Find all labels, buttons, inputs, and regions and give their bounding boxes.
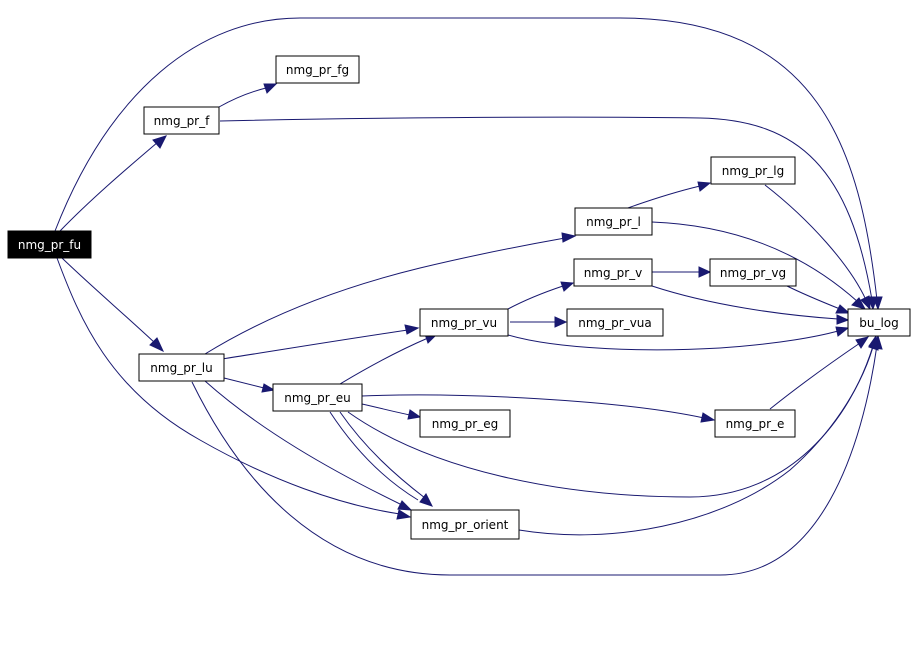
node-label-v: nmg_pr_v — [584, 266, 643, 280]
node-nmg-pr-lg[interactable]: nmg_pr_lg — [710, 156, 796, 185]
edge-fu-bulog — [54, 17, 878, 301]
node-label-eu: nmg_pr_eu — [284, 391, 350, 405]
edge-vg-bulog — [784, 284, 841, 310]
node-label-e: nmg_pr_e — [726, 417, 785, 431]
arrowhead-lu-orient — [397, 500, 413, 511]
arrowhead-lu-l — [561, 232, 577, 243]
arrowhead-f-fg — [263, 83, 278, 94]
arrowhead-orient-bulog — [868, 335, 879, 351]
arrowhead-l-bulog — [851, 297, 867, 310]
node-nmg-pr-fu[interactable]: nmg_pr_fu — [7, 230, 92, 259]
node-label-fu: nmg_pr_fu — [18, 238, 81, 252]
edge-orient-bulog — [518, 346, 874, 536]
edge-lu-vu — [221, 329, 409, 360]
node-nmg-pr-vua[interactable]: nmg_pr_vua — [566, 308, 664, 337]
edge-fu-orient — [56, 257, 401, 515]
arrowhead-vu-v — [560, 281, 575, 292]
edge-lu-l — [204, 237, 566, 355]
arrowhead-eu-e — [700, 412, 716, 423]
node-nmg-pr-eu[interactable]: nmg_pr_eu — [272, 383, 363, 412]
node-label-lu: nmg_pr_lu — [150, 361, 212, 375]
edge-eu-e — [361, 394, 705, 419]
arrowhead-eu-eg — [407, 409, 422, 420]
edge-lg-bulog — [764, 184, 867, 301]
node-nmg-pr-v[interactable]: nmg_pr_v — [573, 258, 653, 287]
node-nmg-pr-vg[interactable]: nmg_pr_vg — [709, 258, 797, 287]
node-label-orient: nmg_pr_orient — [422, 518, 509, 532]
edge-l-lg — [624, 185, 701, 210]
arrowhead-lg-bulog — [860, 295, 871, 311]
edge-vu-bulog — [507, 330, 839, 351]
arrowhead-lu-vu — [404, 324, 420, 335]
graph-edges — [54, 17, 883, 576]
arrowhead-v-bulog — [836, 314, 850, 325]
node-nmg-pr-lu[interactable]: nmg_pr_lu — [138, 353, 225, 382]
edge-v-bulog — [651, 285, 839, 320]
edge-l-bulog — [651, 221, 859, 303]
node-nmg-pr-orient[interactable]: nmg_pr_orient — [410, 509, 520, 540]
edge-lu-orient — [204, 380, 403, 506]
edge-lu-eu — [223, 377, 265, 389]
node-nmg-pr-e[interactable]: nmg_pr_e — [714, 409, 796, 438]
edge-fu-f — [59, 141, 159, 232]
arrowhead-v-vg — [698, 266, 712, 278]
node-label-vu: nmg_pr_vu — [431, 316, 497, 330]
edge-f-bulog — [219, 116, 873, 301]
node-nmg-pr-f[interactable]: nmg_pr_f — [143, 106, 220, 135]
node-nmg-pr-vu[interactable]: nmg_pr_vu — [419, 308, 509, 337]
edge-f-fg — [218, 87, 267, 108]
node-label-lg: nmg_pr_lg — [722, 164, 784, 178]
arrowhead-lu-eu — [261, 383, 276, 393]
arrowhead-fu-orient — [396, 509, 412, 520]
arrowhead-fu-lu — [149, 337, 165, 353]
node-nmg-pr-fg[interactable]: nmg_pr_fg — [275, 55, 360, 84]
arrowhead-eu-orient — [419, 493, 433, 507]
edge-fu-lu — [61, 257, 156, 344]
arrowhead-fu-f — [152, 135, 167, 149]
node-label-f: nmg_pr_f — [154, 114, 210, 128]
edge-e-bulog — [769, 342, 861, 410]
node-label-bulog: bu_log — [859, 316, 899, 330]
arrowhead-vu-vua — [554, 316, 568, 328]
edge-eu-eg — [361, 403, 411, 416]
edge-vu-v — [507, 285, 564, 310]
arrowhead-l-lg — [697, 181, 712, 192]
graph-nodes: nmg_pr_fu nmg_pr_fg nmg_pr_f nmg_pr_lg n… — [7, 55, 911, 540]
arrowhead-e-bulog — [855, 336, 870, 349]
edge-eu-orient-b — [339, 411, 426, 499]
edge-eu-vu — [339, 337, 429, 385]
node-label-vg: nmg_pr_vg — [720, 266, 786, 280]
arrowhead-vu-bulog — [835, 326, 850, 337]
node-nmg-pr-eg[interactable]: nmg_pr_eg — [419, 409, 511, 438]
node-label-fg: nmg_pr_fg — [286, 63, 349, 77]
arrowhead-vg-bulog — [835, 304, 851, 314]
node-label-eg: nmg_pr_eg — [432, 417, 498, 431]
node-label-l: nmg_pr_l — [586, 215, 641, 229]
node-bu-log[interactable]: bu_log — [847, 308, 911, 337]
edge-lu-bulog — [191, 344, 878, 576]
edge-eu-orient-a — [329, 411, 419, 501]
node-label-vua: nmg_pr_vua — [578, 316, 652, 330]
node-nmg-pr-l[interactable]: nmg_pr_l — [574, 207, 653, 236]
